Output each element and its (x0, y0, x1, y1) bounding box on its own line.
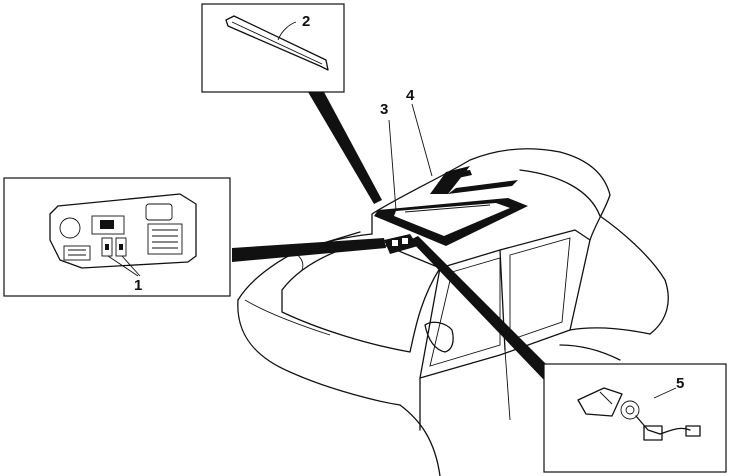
inset-sunroof-motor (543, 363, 727, 473)
car-body (237, 148, 669, 476)
sunroof-glass (374, 198, 528, 246)
sunroof-frame (430, 166, 518, 194)
callout-number-4: 4 (406, 87, 415, 104)
callout-number-1: 1 (134, 277, 142, 294)
callout-number-3: 3 (380, 101, 388, 118)
leader-lines (232, 92, 552, 380)
inset-sunshade-trim (201, 3, 345, 93)
callout-number-5: 5 (676, 375, 684, 392)
roof-console-switch (384, 234, 418, 254)
inset-overhead-console (3, 177, 231, 297)
callout-number-2: 2 (302, 13, 310, 30)
